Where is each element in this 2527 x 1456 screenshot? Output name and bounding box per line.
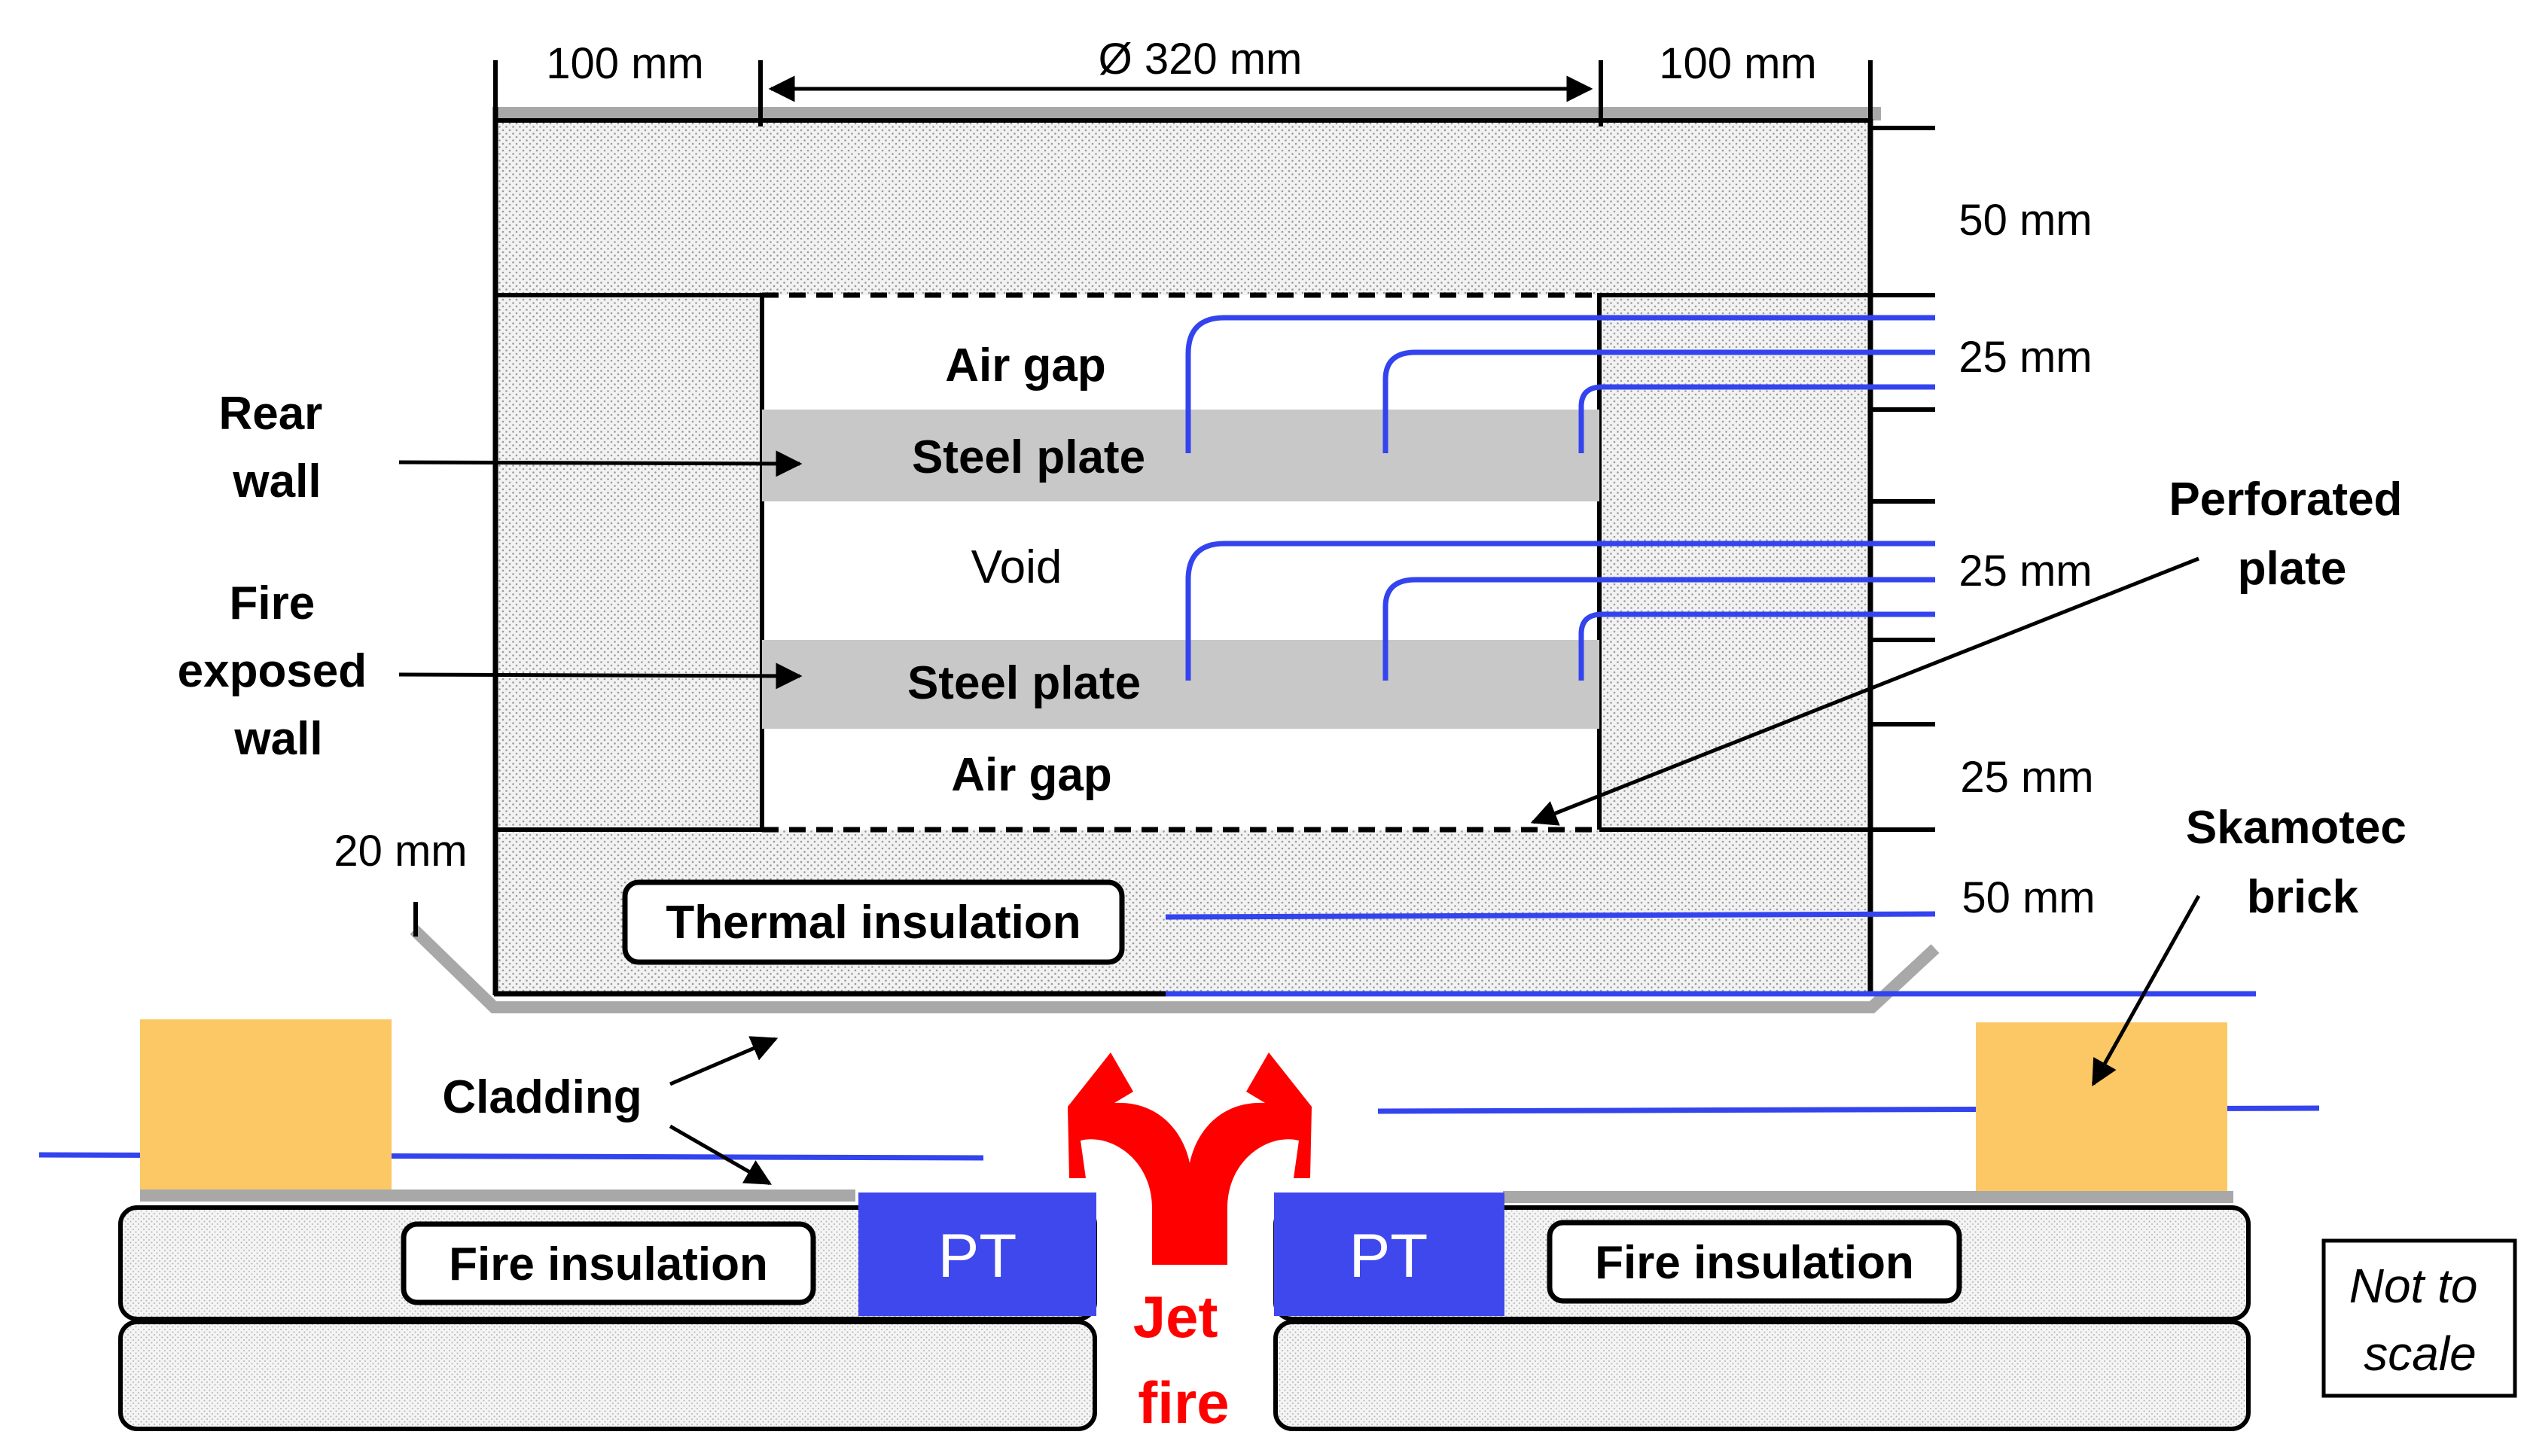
scale-note-box — [2321, 1238, 2517, 1398]
dimension-upper-gap: 25 mm — [1959, 333, 2092, 382]
cladding-label: Cladding — [442, 1071, 642, 1123]
insulation-box — [492, 107, 1881, 997]
floor-cladding-left — [140, 1189, 855, 1202]
pressure-transducer-right — [1274, 1193, 1504, 1316]
dimension-middle-gap: 25 mm — [1959, 547, 2092, 595]
fire-insulation-left-label: Fire insulation — [449, 1238, 768, 1290]
dimension-bottom: 50 mm — [1962, 873, 2095, 922]
steel-plate-bottom-label: Steel plate — [907, 657, 1141, 709]
steel-plate-rear — [762, 410, 1599, 501]
rear-wall-arrow — [398, 450, 803, 477]
cladding-arrow-up — [669, 1036, 779, 1086]
thermocouple-fire-1 — [1185, 541, 1935, 681]
fire-insulation-label-box-right — [1547, 1220, 1962, 1304]
skamotec-brick-left — [140, 1019, 392, 1196]
thermocouple-rear-2 — [1382, 349, 1935, 453]
floor-cladding-right — [1503, 1191, 2233, 1203]
air-gap-top-label: Air gap — [945, 340, 1106, 391]
dimension-right-side: 100 mm — [1659, 39, 1817, 88]
thermocouple-rear-3 — [1578, 384, 1935, 453]
steel-plate-top-label: Steel plate — [912, 431, 1145, 483]
skamotec-brick-arrow — [2091, 894, 2201, 1087]
fire-insulation-base-right — [1273, 1320, 2251, 1431]
skamotec-brick-label: Skamotec brick — [2186, 802, 2419, 923]
thermocouple-insulation — [1165, 911, 1936, 920]
steel-plate-fire-exposed — [762, 640, 1599, 729]
pointer-arrows — [398, 450, 2201, 1186]
thermal-insulation-label: Thermal insulation — [666, 897, 1081, 949]
fire-insulation-base-left — [118, 1320, 1097, 1431]
thermocouple-fire-3 — [1578, 611, 1935, 681]
scale-note-label: Not to scale — [2349, 1259, 2492, 1381]
rear-wall-label: Rear wall — [218, 388, 335, 507]
thermocouple-fire-2 — [1382, 577, 1935, 681]
thermocouple-rear-1 — [1185, 315, 1935, 453]
dimension-left-side: 100 mm — [546, 39, 704, 88]
cladding-arrow-down — [669, 1124, 773, 1186]
fire-insulation-right-label: Fire insulation — [1595, 1237, 1914, 1289]
pressure-transducer-left — [858, 1193, 1096, 1316]
perforated-plate-arrow — [1530, 556, 2199, 826]
air-gap-bottom-label: Air gap — [951, 749, 1112, 801]
thermal-insulation-box — [622, 879, 1125, 965]
cladding-under-box — [410, 925, 1940, 1013]
jet-fire-label: Jet fire — [1133, 1284, 1234, 1436]
fire-exposed-wall-arrow — [398, 663, 803, 690]
perforated-plate-label: Perforated plate — [2169, 474, 2415, 595]
void-label: Void — [971, 541, 1062, 593]
fire-exposed-wall-label: Fire exposed wall — [178, 577, 380, 765]
right-dimension-ticks — [1872, 126, 1935, 832]
top-cladding-strip — [494, 107, 1881, 120]
top-dimension-marks — [493, 60, 1873, 126]
fire-insulation-label-box-left — [401, 1221, 816, 1305]
dimension-lower-gap: 25 mm — [1960, 753, 2093, 802]
dimension-top: 50 mm — [1959, 196, 2092, 245]
pt-right-label: PT — [1349, 1222, 1428, 1290]
skamotec-brick-right — [1976, 1022, 2227, 1197]
pt-left-label: PT — [938, 1222, 1017, 1290]
inner-cavity — [762, 295, 1599, 830]
jet-fire-arrow — [1068, 1052, 1312, 1265]
dimension-diameter: Ø 320 mm — [1099, 35, 1303, 84]
dimension-cladding-offset: 20 mm — [334, 827, 467, 876]
